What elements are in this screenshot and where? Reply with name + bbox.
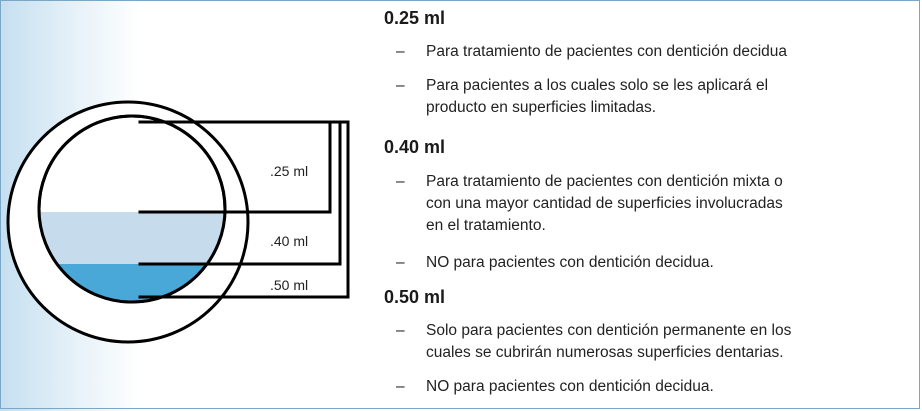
bullet-040-2: – NO para pacientes con dentición decidu… <box>396 254 714 271</box>
dosage-diagram: .25 ml .40 ml .50 ml <box>6 100 350 344</box>
line-50 <box>138 120 350 299</box>
bullet-025-1: – Para tratamiento de pacientes con dent… <box>396 43 788 60</box>
fill-level-40 <box>39 212 225 264</box>
heading-025: 0.25 ml <box>384 8 446 28</box>
bullet-050-1: – Solo para pacientes con dentición perm… <box>396 322 792 361</box>
heading-040: 0.40 ml <box>384 137 446 157</box>
heading-050: 0.50 ml <box>384 287 446 307</box>
label-40: .40 ml <box>270 233 308 249</box>
label-25: .25 ml <box>270 163 308 179</box>
bullet-050-2: – NO para pacientes con dentición decidu… <box>396 378 714 395</box>
label-50: .50 ml <box>270 277 308 293</box>
line-40 <box>138 120 342 266</box>
bullet-025-2: – Para pacientes a los cuales solo se le… <box>396 77 769 116</box>
bullet-040-1: – Para tratamiento de pacientes con dent… <box>396 173 783 234</box>
